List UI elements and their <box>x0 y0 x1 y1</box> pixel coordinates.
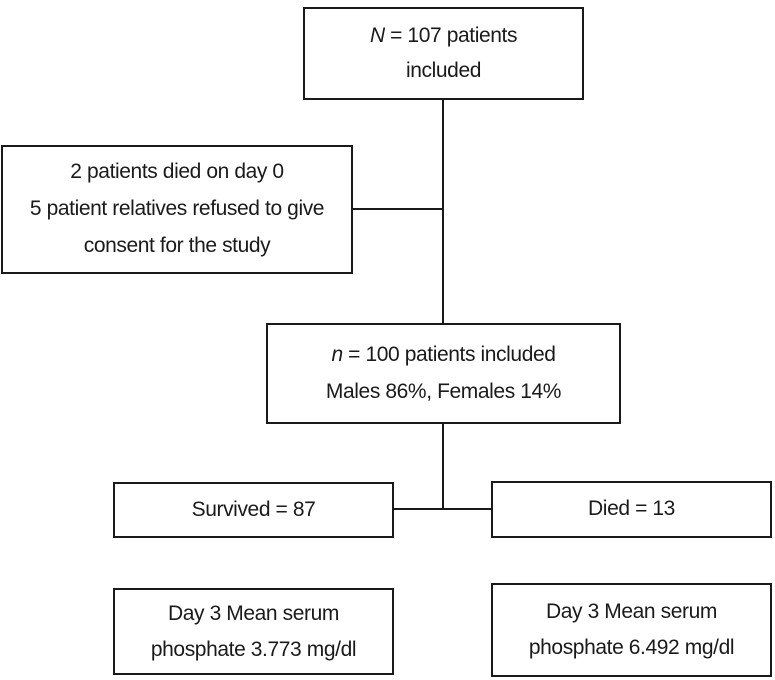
connector-top-to-included <box>442 99 444 324</box>
survived-phosphate-line1: Day 3 Mean serum <box>167 601 339 625</box>
survived-box: Survived = 87 <box>113 482 394 538</box>
n-variable: n <box>331 342 343 366</box>
exclusion-line1: 2 patients died on day 0 <box>70 160 284 184</box>
included-patients-sex-split: Males 86%, Females 14% <box>325 379 562 403</box>
survived-label: Survived = 87 <box>191 497 316 521</box>
total-patients-line1: N = 107 patients <box>369 19 518 53</box>
included-patients-line1: n = 100 patients included <box>331 337 556 374</box>
exclusion-line3: consent for the study <box>83 233 271 257</box>
connector-split-horizontal <box>392 508 492 510</box>
total-patients-line2: included <box>405 58 482 82</box>
included-patients-box: n = 100 patients included Males 86%, Fem… <box>266 323 621 424</box>
total-patients-count-text: = 107 patients <box>384 24 518 48</box>
died-box: Died = 13 <box>491 481 772 538</box>
connector-included-to-split <box>442 423 444 510</box>
connector-exclusion-branch <box>352 208 443 210</box>
died-phosphate-box: Day 3 Mean serum phosphate 6.492 mg/dl <box>491 583 772 677</box>
included-patients-count-text: = 100 patients included <box>342 342 556 366</box>
died-phosphate-line2: phosphate 6.492 mg/dl <box>528 636 735 659</box>
exclusion-box: 2 patients died on day 0 5 patient relat… <box>1 145 353 274</box>
survived-phosphate-box: Day 3 Mean serum phosphate 3.773 mg/dl <box>113 588 394 675</box>
exclusion-line2: 5 patient relatives refused to give <box>29 197 325 221</box>
died-label: Died = 13 <box>588 497 675 521</box>
died-phosphate-line1: Day 3 Mean serum <box>545 600 717 624</box>
n-variable: N <box>369 24 385 48</box>
total-patients-box: N = 107 patients included <box>303 7 584 100</box>
survived-phosphate-line2: phosphate 3.773 mg/dl <box>150 637 357 661</box>
